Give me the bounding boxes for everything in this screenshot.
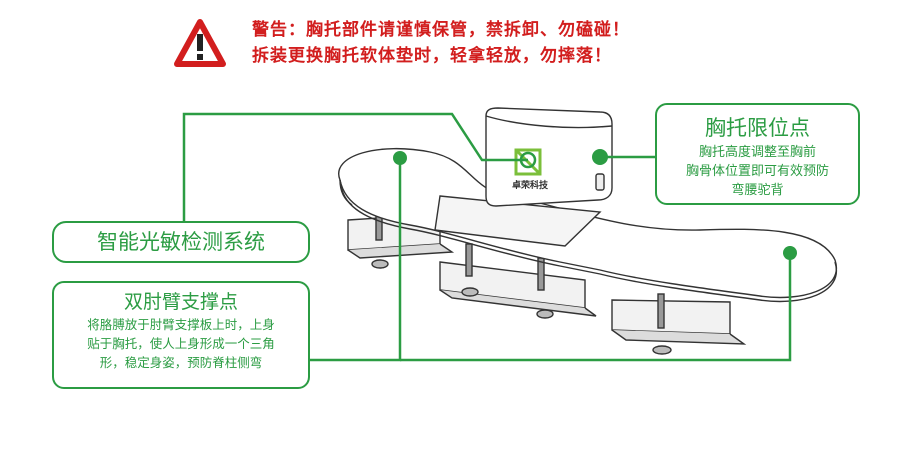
chest-limit-title: 胸托限位点	[705, 116, 810, 140]
elbow-desc-1: 将胳膊放于肘臂支撑板上时，上身	[87, 317, 275, 332]
warning-line-1: 警告：胸托部件请谨慎保管，禁拆卸、勿磕碰！	[252, 20, 630, 40]
elbow-support-callout: 双肘臂支撑点 将胳膊放于肘臂支撑板上时，上身 贴于胸托，使人上身形成一个三角 形…	[52, 281, 310, 389]
chest-limit-desc-1: 胸托高度调整至胸前	[698, 145, 816, 160]
sensor-callout: 智能光敏检测系统	[52, 221, 310, 263]
elbow-title: 双肘臂支撑点	[123, 291, 238, 313]
sensor-title: 智能光敏检测系统	[97, 230, 265, 254]
elbow-desc-2: 贴于胸托，使人上身形成一个三角	[87, 336, 275, 351]
device-brand-label: 卓荣科技	[512, 181, 549, 191]
warning-line-2: 拆装更换胸托软体垫时，轻拿轻放，勿摔落！	[252, 46, 612, 66]
chest-limit-desc-2: 胸骨体位置即可有效预防	[685, 164, 829, 179]
chest-limit-desc-3: 弯腰驼背	[731, 183, 784, 198]
elbow-desc-3: 形，稳定身姿，预防脊柱侧弯	[99, 355, 263, 370]
chest-limit-callout: 胸托限位点 胸托高度调整至胸前 胸骨体位置即可有效预防 弯腰驼背	[655, 103, 860, 205]
